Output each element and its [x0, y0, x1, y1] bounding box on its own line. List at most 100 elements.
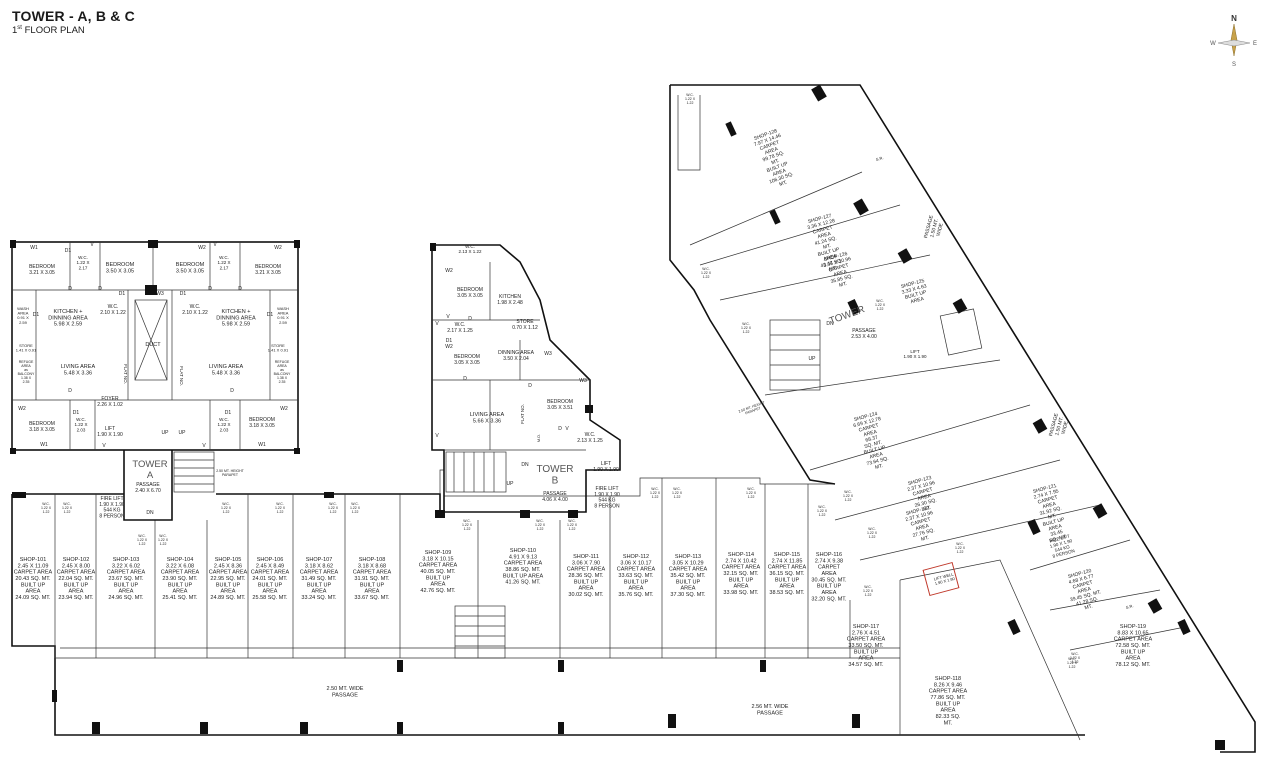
room-label-a12-line: 2.59 [279, 320, 288, 325]
strip-top-wall-3 [439, 469, 835, 497]
room-label-a10-line: 5.98 X 2.59 [222, 322, 250, 328]
room-label-c1-line: 2.53 X 4.00 [851, 334, 877, 340]
opening-mark-27-line: DN [146, 510, 154, 516]
shop-label-117-line: 34.57 SQ. MT. [848, 662, 884, 668]
room-label-a8-line: W.C. [190, 304, 201, 310]
room-label-a2-line: 2.17 [79, 265, 88, 270]
column [1007, 618, 1021, 636]
shop-label-109-line: AREA [431, 582, 446, 588]
room-label-b1-line: W.C. [465, 244, 475, 249]
opening-mark-32: D [468, 316, 472, 322]
shop-label-114-line: CARPET AREA [722, 565, 761, 571]
wc-label-13-line: 1.22 [748, 495, 755, 499]
column [10, 240, 16, 248]
opening-mark-47-line: DN [826, 321, 834, 327]
shop-label-126-line: MT. [839, 281, 848, 289]
flat-no-label-3: FLAT NO. [520, 404, 525, 424]
room-label-b3-line: 1.98 X 2.48 [497, 300, 523, 306]
opening-mark-20-line: W2 [280, 406, 288, 412]
shop-label-113-line: CARPET AREA [669, 567, 708, 573]
opening-mark-45: V [435, 433, 439, 439]
wc-label-14-line: 1.22 X [817, 509, 828, 513]
room-label-a21-line: 3.18 X 3.05 [29, 427, 55, 433]
wc-label-8-line: W.C. [463, 519, 471, 523]
room-label-c3-line: 1.90 X 1.90 [934, 576, 956, 586]
passage-label-right-1-line: 1.50 MT. [929, 218, 940, 238]
opening-mark-40: V [565, 426, 569, 432]
shop-label-123-line: MT. [923, 505, 932, 513]
room-label-a19-line: as [280, 368, 284, 372]
wc-label-20-line: 1.22 X [843, 494, 854, 498]
shop-label-105-line: 22.95 SQ. MT. [210, 576, 246, 582]
shop-label-127-line: AREA [817, 231, 832, 240]
north-east-wall [670, 84, 1256, 753]
shop-strip [11, 469, 1085, 736]
opening-mark-47: DN [826, 321, 834, 327]
shop-label-108-line: CARPET AREA [353, 570, 392, 576]
wc-label-24-line: 1.22 [1069, 665, 1076, 669]
room-label-a22-line: W.C. [76, 417, 86, 422]
shop-label-104-line: 25.41 SQ. MT. [162, 595, 198, 601]
shop-label-127-line: AREA [823, 253, 838, 262]
floor-plan-label: FLOOR PLAN [21, 25, 85, 37]
shop-label-105-line: 2.45 X 8.36 [214, 563, 242, 569]
shop-label-110-line: 38.86 SQ. MT. [505, 567, 541, 573]
wc-label-24-line: 1.22 X [1067, 661, 1078, 665]
wc-label-22-line: 1.22 X [955, 546, 966, 550]
column [200, 722, 208, 734]
opening-mark-46: UP [809, 356, 817, 362]
room-label-b10-line: W.C. [585, 432, 596, 438]
room-label-a24-line: W.C. [219, 417, 229, 422]
room-label-a11-line: 2.59 [19, 320, 28, 325]
shop-label-116-line: AREA [822, 590, 837, 596]
column [294, 448, 300, 454]
room-label-a1-line: 3.21 X 3.05 [29, 270, 55, 276]
wc-label-5-line: 1.22 [277, 510, 284, 514]
shop-label-124-line: AREA [869, 451, 884, 460]
shop-label-128-line: MT. [771, 158, 781, 166]
opening-mark-12: D1 [180, 291, 187, 297]
wc-label-4-line: W.C. [222, 502, 230, 506]
shop-label-109-line: 42.76 SQ. MT. [420, 588, 456, 594]
column [10, 448, 16, 454]
column [852, 714, 860, 728]
wc-label-3-line: 1.22 [160, 542, 167, 546]
shop-label-109-line: 40.05 SQ. MT. [420, 569, 456, 575]
shop-label-111-line: 30.02 SQ. MT. [568, 592, 604, 598]
column [558, 722, 564, 734]
wc-label-4-line: 1.22 [223, 510, 230, 514]
room-label-a22-line: 2.03 [77, 427, 86, 432]
wc-label-9-line: 1.22 [537, 527, 544, 531]
opening-mark-4-line: V [90, 242, 94, 248]
room-label-c4: FIRE LIFT1.90 X 1.90544 KG8 PERSON [1048, 533, 1076, 559]
passage-label-wide-2-line: 2.56 MT. WIDE [752, 704, 789, 710]
room-label-c2-line: 1.90 X 1.90 [903, 354, 927, 359]
shop-label-121-line: MT. [1048, 513, 1057, 521]
opening-mark-8-line: D [208, 286, 212, 292]
shop-label-121: SHOP-1212.74 X 7.95CARPETAREA31.92 SQ.MT… [1032, 483, 1072, 545]
opening-mark-23-line: W1 [40, 442, 48, 448]
shop-label-119-line: CARPET AREA [1114, 637, 1153, 643]
wc-label-9-line: W.C. [536, 519, 544, 523]
shop-label-107-line: SHOP-107 [306, 557, 333, 563]
room-label-b13-line: FIRE LIFT [595, 486, 618, 492]
